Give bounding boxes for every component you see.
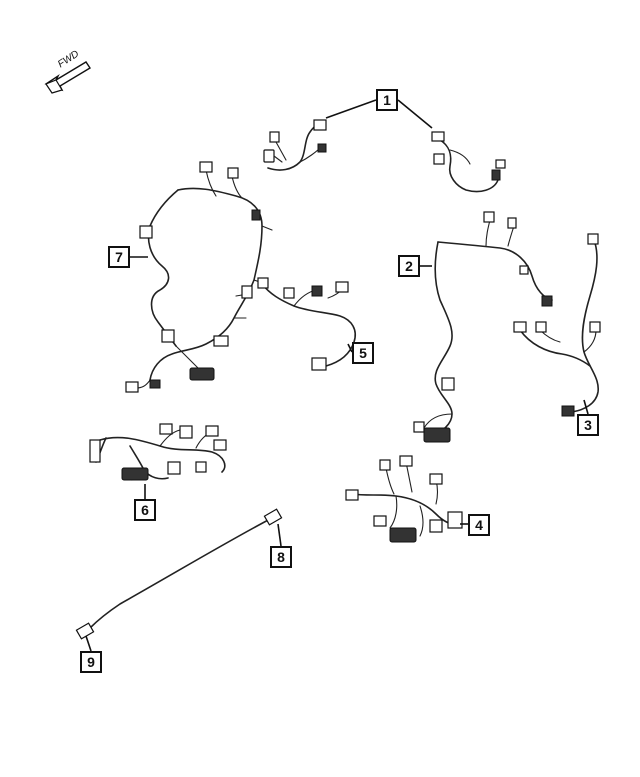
callout-4[interactable]: 4 xyxy=(468,514,490,536)
callout-2[interactable]: 2 xyxy=(398,255,420,277)
callout-8[interactable]: 8 xyxy=(270,546,292,568)
harness-1-left xyxy=(263,119,327,171)
callout-5[interactable]: 5 xyxy=(352,342,374,364)
fwd-arrow-icon xyxy=(44,61,91,94)
callout-1[interactable]: 1 xyxy=(376,89,398,111)
callout-7[interactable]: 7 xyxy=(108,246,130,268)
harness-5 xyxy=(257,277,356,371)
harness-2 xyxy=(413,211,553,443)
harness-3 xyxy=(513,233,601,417)
harness-8-9 xyxy=(75,508,283,640)
callout-6[interactable]: 6 xyxy=(134,499,156,521)
harness-1-right xyxy=(431,131,506,193)
leader-lines xyxy=(85,99,589,652)
harness-6 xyxy=(89,423,227,481)
harness-7 xyxy=(125,161,273,393)
callout-9[interactable]: 9 xyxy=(80,651,102,673)
harness-4 xyxy=(345,455,463,543)
callout-3[interactable]: 3 xyxy=(577,414,599,436)
